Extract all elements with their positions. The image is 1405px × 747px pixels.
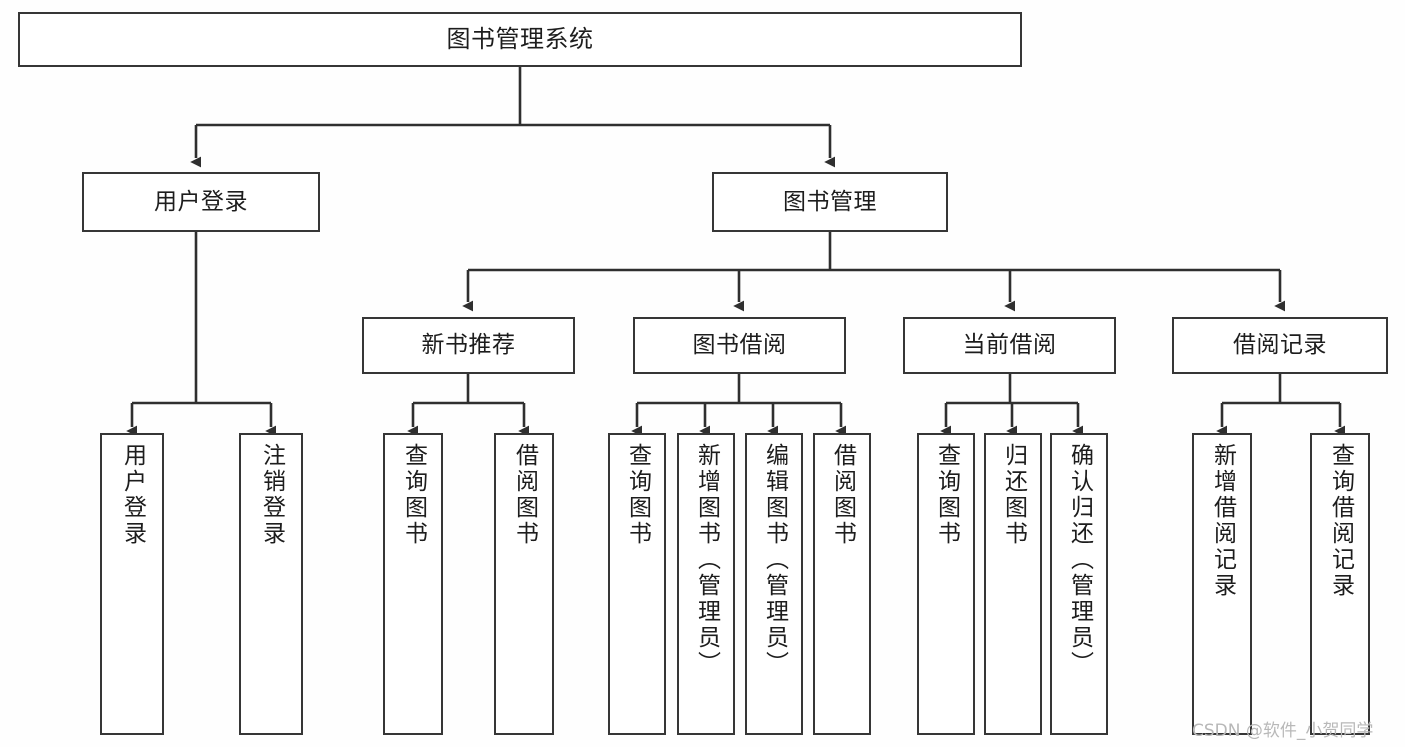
node-leaf-query-book-2[interactable]: 查询图书 <box>608 433 666 735</box>
node-borrow-record[interactable]: 借阅记录 <box>1172 317 1388 374</box>
node-leaf-return-book-label: 归还图书 <box>1000 443 1027 547</box>
node-leaf-query-book-3[interactable]: 查询图书 <box>917 433 975 735</box>
node-leaf-query-record[interactable]: 查询借阅记录 <box>1310 433 1370 735</box>
node-leaf-return-book[interactable]: 归还图书 <box>984 433 1042 735</box>
node-book-borrow[interactable]: 图书借阅 <box>633 317 846 374</box>
node-leaf-user-logout[interactable]: 注销登录 <box>239 433 303 735</box>
node-leaf-query-book-1-label: 查询图书 <box>400 443 427 547</box>
node-leaf-add-record-label: 新增借阅记录 <box>1209 443 1236 599</box>
node-leaf-add-book[interactable]: 新增图书（管理员） <box>677 433 735 735</box>
node-root-label: 图书管理系统 <box>446 24 594 53</box>
node-leaf-query-record-label: 查询借阅记录 <box>1327 443 1354 599</box>
node-leaf-query-book-3-label: 查询图书 <box>933 443 960 547</box>
watermark-text: CSDN @软件_小贺同学 <box>1192 721 1374 741</box>
node-book-manage[interactable]: 图书管理 <box>712 172 948 232</box>
node-leaf-query-book-1[interactable]: 查询图书 <box>383 433 443 735</box>
node-leaf-borrow-book-1-label: 借阅图书 <box>511 443 538 547</box>
node-leaf-confirm-return-label: 确认归还（管理员） <box>1066 443 1093 677</box>
node-leaf-add-book-label: 新增图书（管理员） <box>693 443 720 677</box>
node-leaf-edit-book-label: 编辑图书（管理员） <box>761 443 788 677</box>
node-leaf-borrow-book-1[interactable]: 借阅图书 <box>494 433 554 735</box>
node-leaf-borrow-book-2-label: 借阅图书 <box>829 443 856 547</box>
node-new-book-rec-label: 新书推荐 <box>421 332 516 359</box>
node-leaf-user-logout-label: 注销登录 <box>258 443 285 547</box>
node-leaf-edit-book[interactable]: 编辑图书（管理员） <box>745 433 803 735</box>
node-leaf-confirm-return[interactable]: 确认归还（管理员） <box>1050 433 1108 735</box>
node-borrow-record-label: 借阅记录 <box>1233 332 1327 359</box>
node-root[interactable]: 图书管理系统 <box>18 12 1022 67</box>
node-leaf-borrow-book-2[interactable]: 借阅图书 <box>813 433 871 735</box>
node-user-login[interactable]: 用户登录 <box>82 172 320 232</box>
node-leaf-query-book-2-label: 查询图书 <box>624 443 651 547</box>
node-leaf-add-record[interactable]: 新增借阅记录 <box>1192 433 1252 735</box>
node-current-borrow[interactable]: 当前借阅 <box>903 317 1116 374</box>
node-user-login-label: 用户登录 <box>154 188 248 215</box>
node-current-borrow-label: 当前借阅 <box>962 332 1057 359</box>
node-new-book-rec[interactable]: 新书推荐 <box>362 317 575 374</box>
node-leaf-user-login[interactable]: 用户登录 <box>100 433 164 735</box>
node-book-borrow-label: 图书借阅 <box>692 332 787 359</box>
node-book-manage-label: 图书管理 <box>783 188 877 215</box>
node-leaf-user-login-label: 用户登录 <box>119 443 146 547</box>
